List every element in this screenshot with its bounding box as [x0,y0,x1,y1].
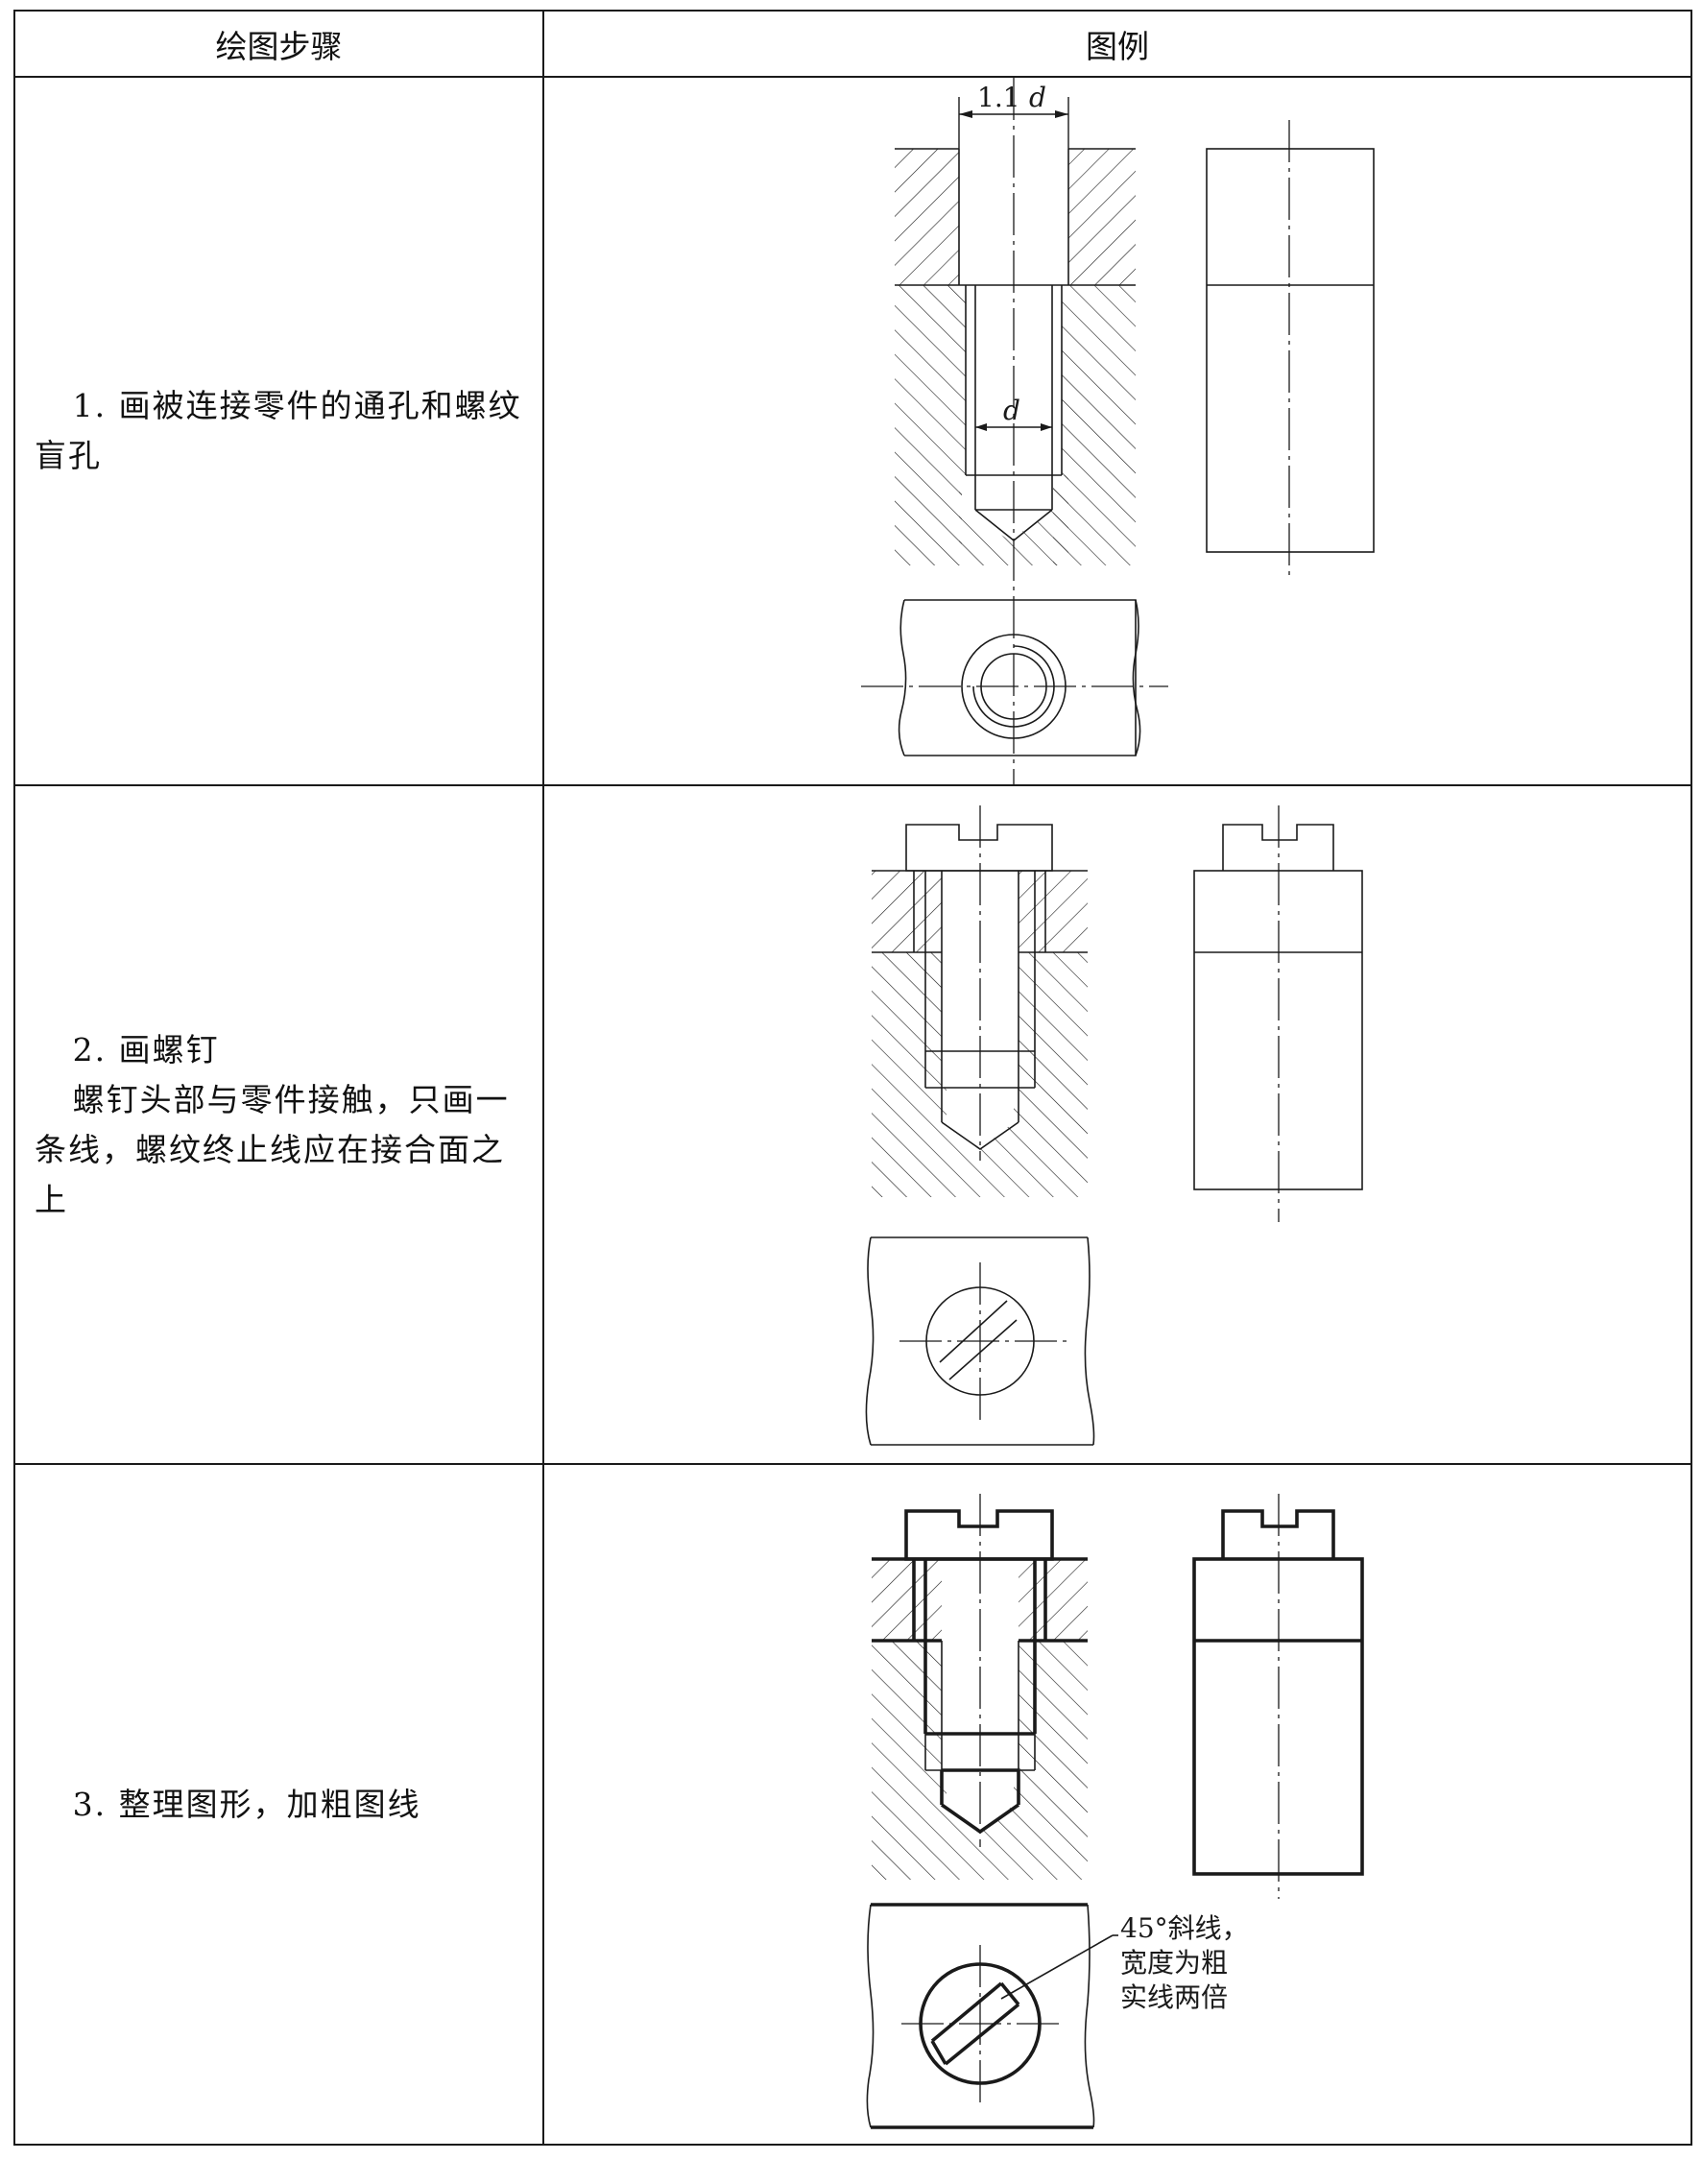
section-view-3 [872,1494,1088,1880]
section-view-2 [872,805,1088,1197]
top-view-3 [866,1903,1118,2129]
section-view-1: 1.1 d d [895,78,1136,784]
top-view-1 [861,599,1168,756]
step-row-1: 1. 画被连接零件的通孔和螺纹盲孔 [13,76,1692,786]
figure-2-drawing [865,805,1363,1446]
callout-line-3: 实线两倍 [1120,1981,1228,2013]
header-step: 绘图步骤 [13,10,544,78]
step-cell-2: 2. 画螺钉 螺钉头部与零件接触，只画一条线，螺纹终止线应在接合面之上 [13,784,544,1465]
figure-1-drawing: 1.1 d d [861,78,1375,784]
callout-45deg-note: 45°斜线， 宽度为粗 实线两倍 [1120,1912,1249,2013]
header-example: 图例 [542,10,1692,78]
dim-label-inner-var: d [1003,395,1020,426]
dim-label-outer-prefix: 1.1 [977,82,1020,113]
drawing-steps-table: 绘图步骤 图例 1. 画被连接零件的通孔和螺纹盲孔 [13,10,1692,2146]
step-note-2: 螺钉头部与零件接触，只画一条线，螺纹终止线应在接合面之上 [35,1080,510,1218]
dim-label-outer-var: d [1029,82,1046,113]
step-row-3: 3. 整理图形，加粗图线 [13,1463,1692,2146]
figure-3-drawing: 45°斜线， 宽度为粗 实线两倍 [866,1494,1364,2129]
callout-line-2: 宽度为粗 [1120,1947,1228,1979]
step-title-3: 3. 整理图形，加粗图线 [72,1785,421,1823]
step-row-2: 2. 画螺钉 螺钉头部与零件接触，只画一条线，螺纹终止线应在接合面之上 [13,784,1692,1465]
step-title-2: 2. 画螺钉 [72,1030,220,1068]
figure-cell-2 [542,784,1692,1465]
side-view-1 [1206,120,1375,579]
step-cell-1: 1. 画被连接零件的通孔和螺纹盲孔 [13,76,544,786]
header-row: 绘图步骤 图例 [13,10,1692,78]
figure-cell-1: 1.1 d d [542,76,1692,786]
step-cell-3: 3. 整理图形，加粗图线 [13,1463,544,2146]
figure-cell-3: 45°斜线， 宽度为粗 实线两倍 [542,1463,1692,2146]
step-title-1: 1. 画被连接零件的通孔和螺纹盲孔 [35,387,522,474]
callout-line-1: 45°斜线， [1120,1912,1249,1944]
top-view-2 [865,1236,1095,1446]
side-view-2 [1193,805,1363,1222]
side-view-3 [1192,1494,1364,1899]
